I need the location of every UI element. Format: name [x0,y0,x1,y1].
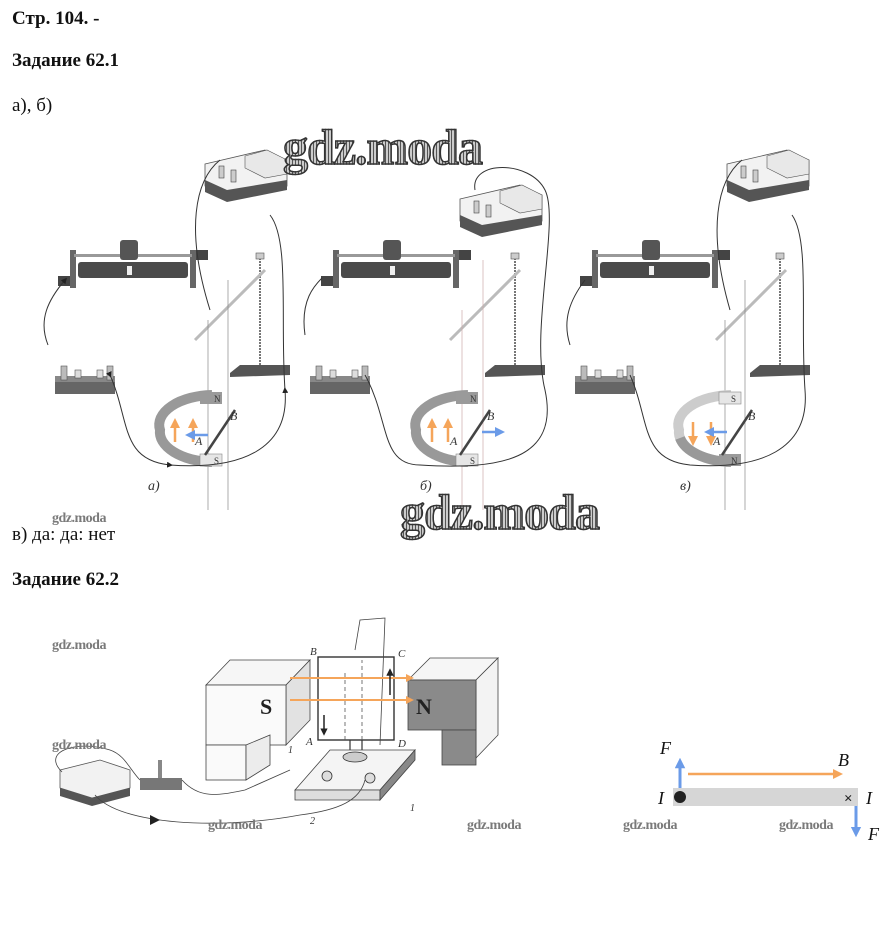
figure-c-top-pole: S [731,394,736,404]
task-62-1-title: Задание 62.1 [12,50,119,71]
watermark-small: gdz.moda [779,818,833,833]
power-supply [59,759,131,806]
figure-c-caption: в) [680,479,691,494]
watermark-small: gdz.moda [52,738,106,753]
field-label: B [838,750,849,770]
watermark-small: gdz.moda [52,638,106,653]
task-62-1-answer-c: в) да: да: нет [12,524,116,545]
magnet-right-label: N [416,694,432,719]
page-heading: Стр. 104. - [12,8,100,29]
figure-a-point-b: B [230,409,238,423]
corner-label-a: A [305,736,313,748]
figure-c-bottom-pole: N [731,456,738,466]
conductor-bar [673,788,858,806]
corner-label-b: B [310,646,317,658]
figure-c-point-a: A [712,434,721,448]
task-62-2-apparatus: S N B C A D 1 1 2 × [55,617,880,844]
watermark-small: gdz.moda [467,818,521,833]
current-left-label: I [657,788,665,808]
figure-b-point-a: A [449,434,458,448]
watermark-large-bottom: gdz.moda [399,483,600,541]
figure-b: N S B A б) [303,167,550,510]
figure-a-point-a: A [194,434,203,448]
figure-b-top-pole: N [470,394,477,404]
force-down-label: F [867,824,880,844]
task-62-2-title: Задание 62.2 [12,569,119,590]
part-label-2: 2 [310,816,315,827]
magnet-left-label: S [260,694,272,719]
switch [140,760,182,790]
part-label-1-right: 1 [410,803,415,814]
task-62-1-subtitle: а), б) [12,95,53,116]
figure-b-point-b: B [487,409,495,423]
figure-a-bottom-pole: S [214,456,219,466]
current-right-label: I [865,788,873,808]
current-out-dot-icon [674,791,686,803]
watermark-small: gdz.moda [52,511,106,526]
magnet-s: S [205,659,311,781]
watermark-small: gdz.moda [208,818,262,833]
figure-a: N S B A а) [43,149,291,510]
figure-a-caption: а) [148,479,160,494]
force-vector-diagram: × F B I I F [657,738,880,844]
task-62-1-figures: N S B A а) N S B A б) [43,149,811,510]
force-up-label: F [659,738,672,758]
figure-b-bottom-pole: S [470,456,475,466]
figure-b-caption: б) [420,479,432,494]
part-label-1-left: 1 [288,745,293,756]
conductor-frame [317,656,395,741]
corner-label-d: D [397,738,406,750]
watermark-small: gdz.moda [623,818,677,833]
current-in-cross-icon: × [844,791,853,807]
watermark-large-top: gdz.moda [282,118,483,176]
figure-c-point-b: B [748,409,756,423]
figure-c: S N B A в) [566,149,811,510]
magnet-n: N [407,657,499,766]
corner-label-c: C [398,648,406,660]
figure-a-top-pole: N [214,394,221,404]
